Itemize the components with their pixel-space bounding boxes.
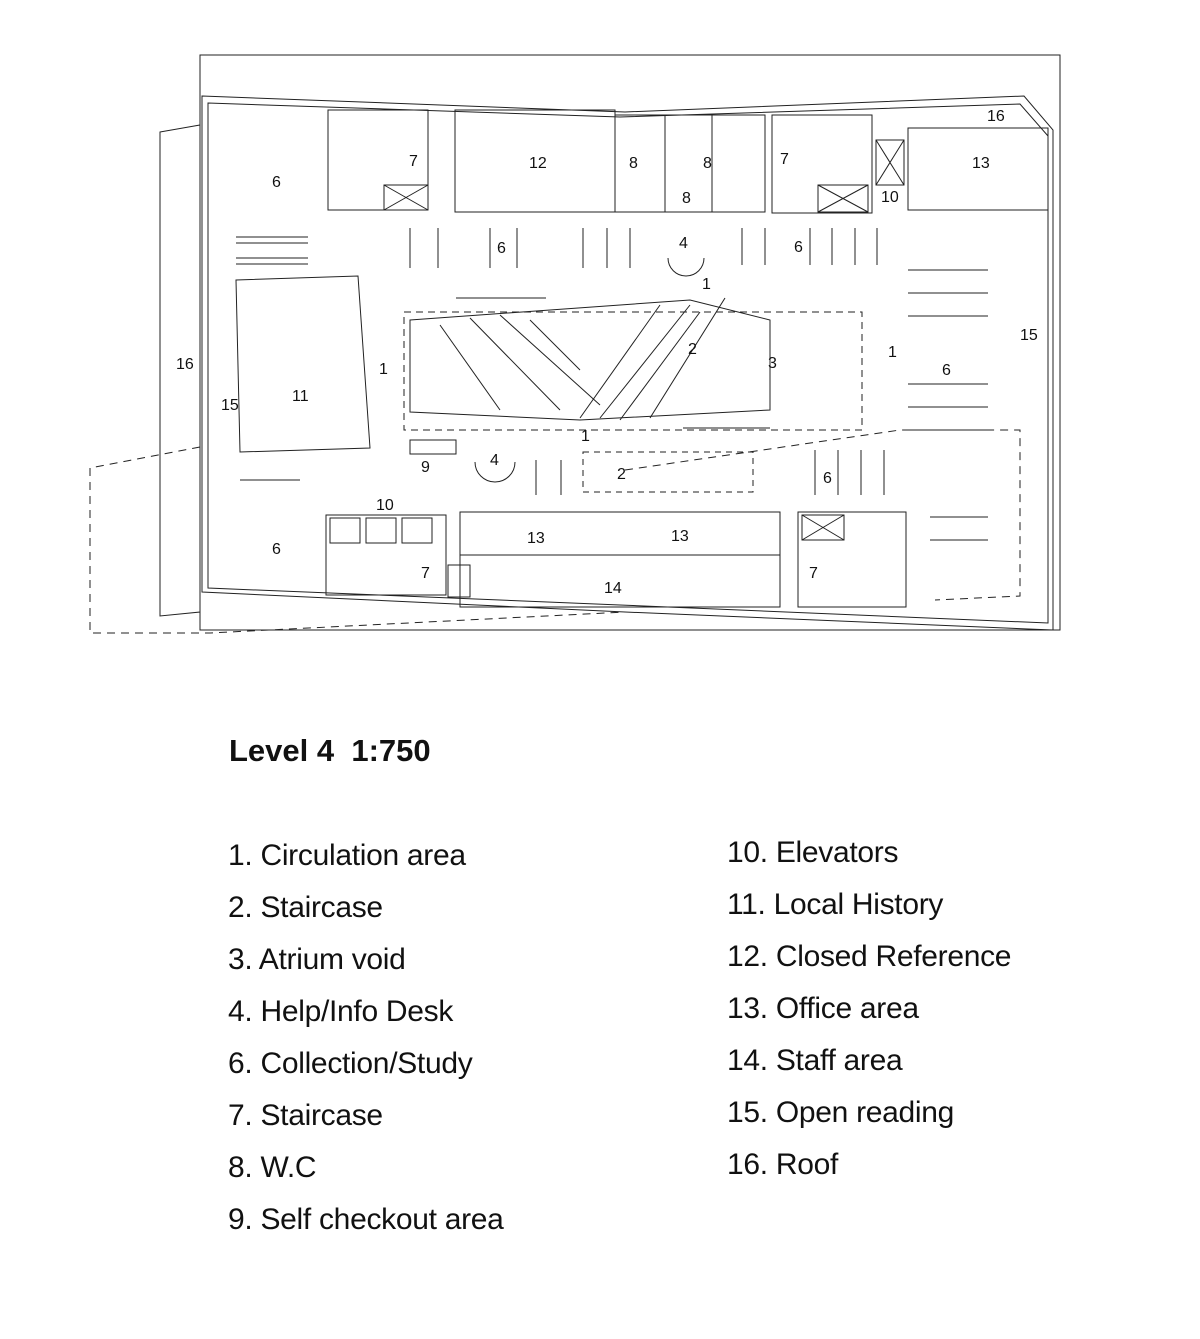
room-label: 15	[1020, 327, 1038, 344]
legend-item: 1. Circulation area	[228, 839, 466, 872]
room-label: 14	[604, 580, 622, 597]
elevator-box	[383, 184, 429, 211]
atrium-stair	[649, 297, 726, 419]
legend-right: 10. Elevators 11. Local History 12. Clos…	[727, 830, 1011, 1194]
local-history-room	[235, 275, 371, 453]
elevator-box	[447, 564, 471, 598]
room-label: 2	[617, 466, 626, 483]
atrium-void	[409, 299, 771, 421]
atrium-stair	[579, 304, 661, 419]
legend-item: 10. Elevators	[727, 836, 899, 869]
legend-item: 4. Help/Info Desk	[228, 995, 454, 1028]
elevator-cross	[875, 139, 905, 186]
room-label: 7	[409, 153, 418, 170]
plan-title: Level 4 1:750	[229, 733, 431, 768]
room-labels: 16 13 10 7 12 8 8 8 7 6 6 4 6 1 15 16 1 …	[176, 108, 1038, 597]
room-label: 12	[529, 155, 547, 172]
atrium-stair	[529, 319, 581, 371]
legend-item: 16. Roof	[727, 1148, 839, 1181]
room-label: 1	[581, 428, 590, 445]
room-label: 4	[490, 452, 499, 469]
info-desk-bottom	[474, 461, 516, 483]
elevator-box	[817, 184, 869, 213]
stair-2-dashed	[582, 451, 754, 493]
legend-item: 14. Staff area	[727, 1044, 903, 1077]
room-label: 10	[881, 189, 899, 206]
elevator-box	[875, 139, 905, 186]
room-label: 11	[292, 388, 309, 405]
stair-core-top-left	[327, 109, 429, 211]
inner-floor-outline	[207, 102, 1049, 624]
room-label: 7	[809, 565, 818, 582]
room-label: 10	[376, 497, 394, 514]
legend-item: 13. Office area	[727, 992, 919, 1025]
elevator-cross	[383, 184, 429, 211]
legend-left: 1. Circulation area 2. Staircase 3. Atri…	[228, 833, 504, 1249]
room-label: 3	[768, 355, 777, 372]
elevator-box	[329, 517, 361, 544]
atrium-dashed	[403, 311, 863, 431]
stair-core-bottom-left	[325, 514, 447, 596]
cantilever-dashed	[89, 446, 626, 634]
shelving-top	[236, 228, 988, 541]
info-desk-top	[667, 257, 705, 277]
elevator-box	[801, 514, 845, 541]
room-label: 2	[688, 341, 697, 358]
elevator-box	[401, 517, 433, 544]
room-label: 6	[794, 239, 803, 256]
room-label: 13	[671, 528, 689, 545]
atrium-stair	[439, 324, 501, 411]
room-label: 4	[679, 235, 688, 252]
elevator-cross	[817, 184, 869, 213]
room-label: 8	[703, 155, 712, 172]
atrium-stair	[499, 314, 601, 406]
office-block-bottom	[459, 511, 781, 608]
floor-plan: 16 13 10 7 12 8 8 8 7 6 6 4 6 1 15 16 1 …	[89, 54, 1061, 634]
building-outline	[201, 95, 1054, 631]
room-label: 16	[176, 356, 194, 373]
legend-item: 7. Staircase	[228, 1099, 383, 1132]
elevator-cross	[801, 514, 845, 541]
checkout-desk	[409, 439, 457, 455]
dashed-line-right	[624, 429, 1021, 601]
elevator-box	[365, 517, 397, 544]
room-label: 6	[272, 541, 281, 558]
room-label: 15	[221, 397, 239, 414]
room-label: 9	[421, 459, 430, 476]
atrium-stair	[469, 317, 561, 411]
room-label: 1	[702, 276, 711, 293]
room-label: 1	[888, 344, 897, 361]
atrium-stair	[619, 311, 701, 421]
room-label: 7	[780, 151, 789, 168]
room-label: 6	[942, 362, 951, 379]
legend-item: 12. Closed Reference	[727, 940, 1012, 973]
legend-item: 8. W.C	[228, 1151, 317, 1184]
legend-item: 11. Local History	[727, 888, 944, 921]
room-label: 13	[972, 155, 990, 172]
legend-item: 3. Atrium void	[228, 943, 406, 976]
stair-core-top-right	[771, 114, 873, 214]
wc-block	[614, 114, 766, 213]
room-label: 6	[823, 470, 832, 487]
room-label: 8	[682, 190, 691, 207]
room-label: 16	[987, 108, 1005, 125]
legend-item: 6. Collection/Study	[228, 1047, 473, 1080]
room-label: 6	[497, 240, 506, 257]
roof-edge-left	[159, 124, 201, 617]
room-label: 6	[272, 174, 281, 191]
office-top-right	[907, 127, 1049, 211]
room-label: 8	[629, 155, 638, 172]
legend-item: 9. Self checkout area	[228, 1203, 504, 1236]
room-label: 13	[527, 530, 545, 547]
room-label: 7	[421, 565, 430, 582]
stair-core-bottom-right	[797, 511, 907, 608]
atrium-stair	[599, 304, 691, 419]
room-label: 1	[379, 361, 388, 378]
roof-outline	[199, 54, 1061, 631]
legend-item: 15. Open reading	[727, 1096, 955, 1129]
legend-item: 2. Staircase	[228, 891, 383, 924]
